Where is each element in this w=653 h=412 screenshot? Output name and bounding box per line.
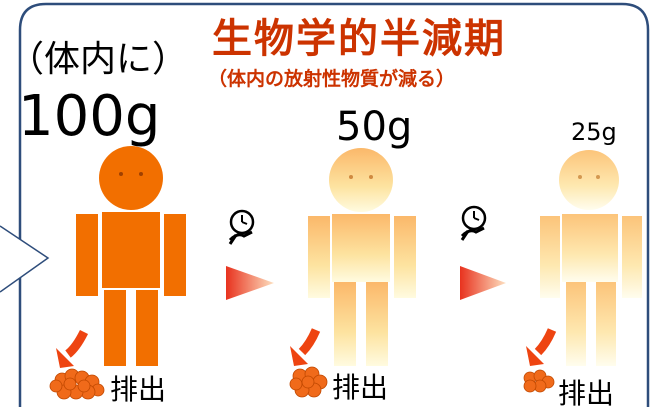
stage1-amount: 100g xyxy=(18,84,161,149)
stage1-excrete-label: 排出 xyxy=(110,373,167,406)
down-curved-arrow-icon xyxy=(56,329,89,368)
down-curved-arrow-icon xyxy=(290,328,321,366)
pile-icon xyxy=(49,368,105,400)
clock-runner-icon xyxy=(228,209,255,245)
pile-icon xyxy=(289,366,328,398)
right-triangle-arrow-icon xyxy=(460,266,506,300)
in-body-label: （体内に） xyxy=(8,39,189,80)
person-stage2 xyxy=(308,148,416,366)
person-stage1 xyxy=(76,146,186,366)
title: 生物学的半減期 xyxy=(212,16,506,62)
pile-icon xyxy=(523,369,555,393)
stage2-amount: 50g xyxy=(336,104,413,150)
down-curved-arrow-icon xyxy=(526,328,557,366)
right-triangle-arrow-icon xyxy=(226,266,274,300)
person-stage3 xyxy=(540,150,642,366)
stage2-excrete-label: 排出 xyxy=(332,371,389,404)
stage3-amount: 25g xyxy=(571,118,617,146)
clock-runner-icon xyxy=(460,205,487,241)
subtitle: （体内の放射性物質が減る） xyxy=(208,68,456,90)
stage3-excrete-label: 排出 xyxy=(558,377,615,410)
